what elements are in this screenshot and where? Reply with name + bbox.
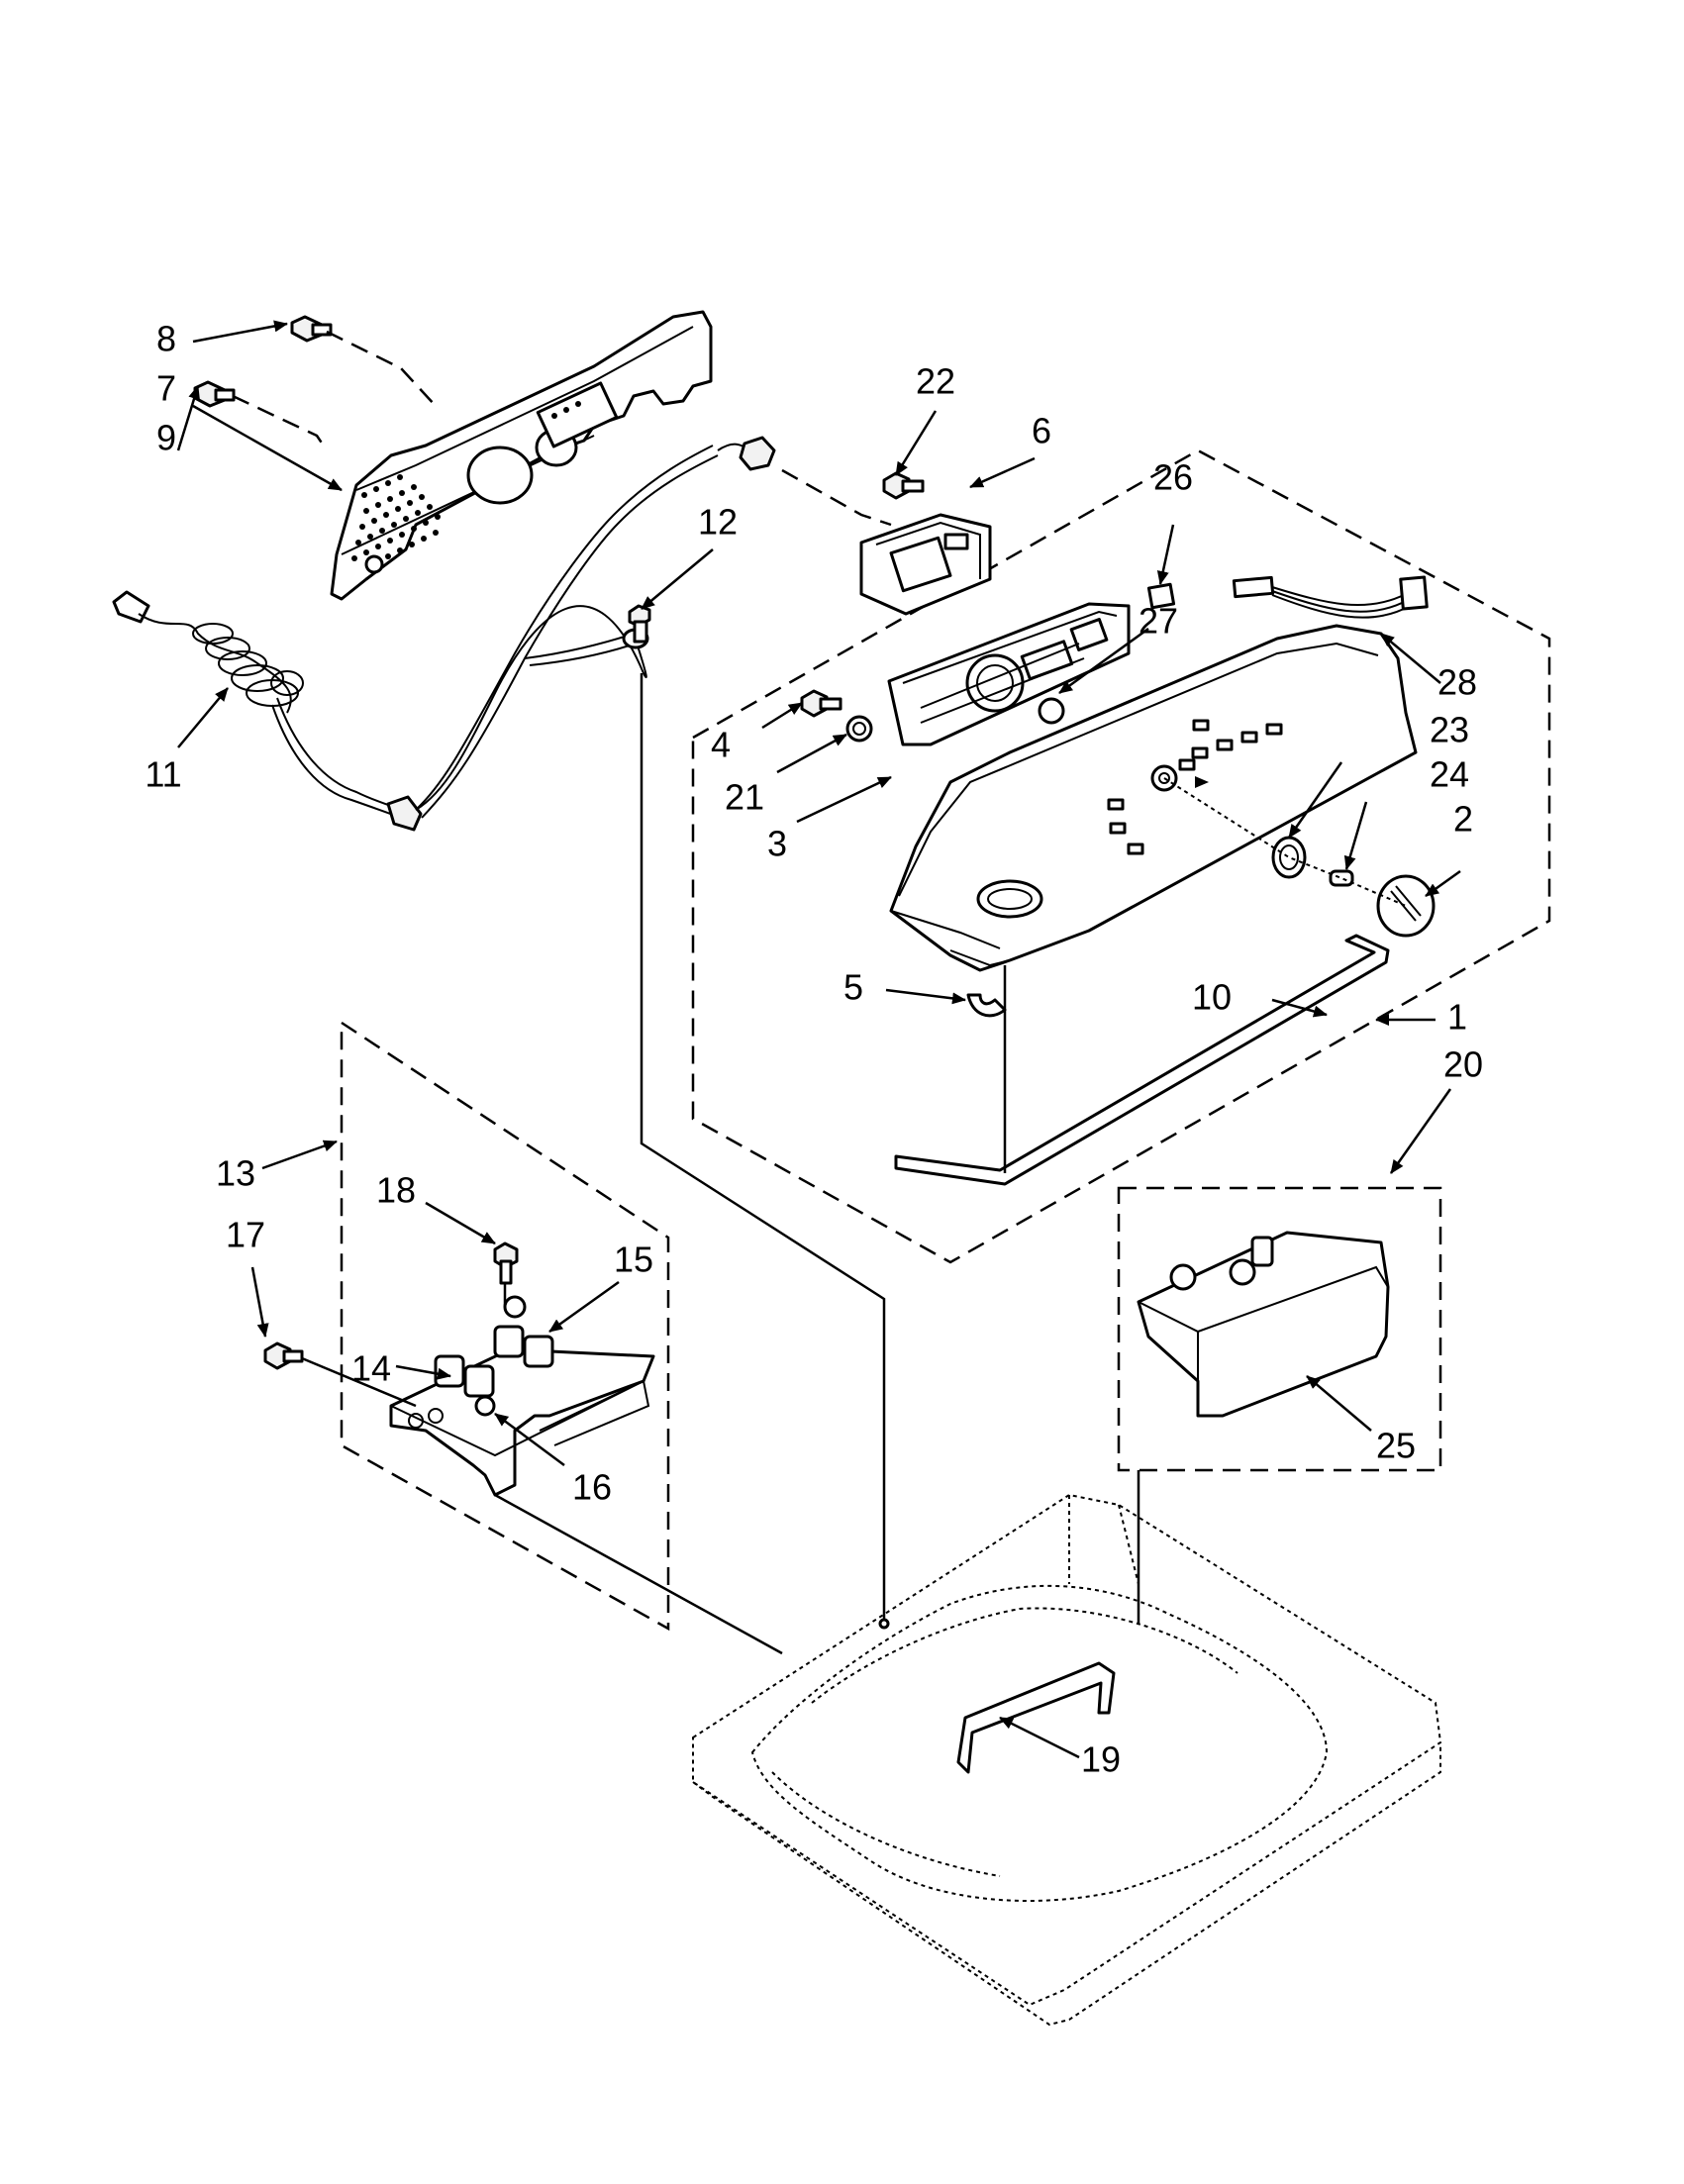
callout-14: 14 <box>351 1348 391 1389</box>
callout-18: 18 <box>376 1170 416 1211</box>
console-rear-panel <box>330 310 713 601</box>
screw-18 <box>493 1241 519 1285</box>
callout-16: 16 <box>572 1467 612 1508</box>
connector-26 <box>1146 582 1176 610</box>
callout-19: 19 <box>1081 1739 1121 1780</box>
screw-22 <box>882 471 925 500</box>
callout-1: 1 <box>1447 997 1467 1038</box>
callout-23: 23 <box>1430 710 1469 750</box>
callout-8: 8 <box>156 319 176 359</box>
control-board <box>887 602 1131 746</box>
callout-15: 15 <box>614 1240 653 1280</box>
callout-13: 13 <box>216 1153 255 1194</box>
callout-4: 4 <box>711 725 731 765</box>
callout-6: 6 <box>1032 411 1051 451</box>
callout-11: 11 <box>145 754 181 795</box>
callout-12: 12 <box>698 502 738 543</box>
power-cord <box>112 436 776 832</box>
callout-9: 9 <box>156 418 176 458</box>
knob-spring-24 <box>1329 869 1354 887</box>
callout-labels: 8 7 9 11 12 22 6 26 27 28 23 24 2 4 21 3… <box>145 319 1483 1780</box>
clip-5 <box>966 993 1007 1018</box>
callout-25: 25 <box>1376 1426 1416 1466</box>
callout-21: 21 <box>725 777 764 818</box>
screw-8 <box>290 315 333 343</box>
knob-2 <box>1376 874 1436 938</box>
rod-10 <box>894 934 1390 1186</box>
screw-9 <box>193 380 236 408</box>
dispenser-drawer <box>1137 1231 1390 1418</box>
console-panel <box>889 624 1418 972</box>
callout-22: 22 <box>916 361 955 402</box>
knob-bezel-23 <box>1271 836 1307 879</box>
knob-shaft-21 <box>845 715 873 743</box>
callout-26: 26 <box>1153 457 1193 498</box>
washer-top <box>692 1493 1442 2027</box>
control-board-cover <box>859 513 992 616</box>
screw-12 <box>628 604 651 644</box>
callout-5: 5 <box>843 967 863 1008</box>
callout-7: 7 <box>156 368 176 409</box>
leader-lines <box>176 320 1461 1759</box>
screw-4 <box>800 689 842 718</box>
wire-harness-28 <box>1232 575 1429 619</box>
callout-20: 20 <box>1443 1044 1483 1085</box>
vent-holes <box>351 401 581 565</box>
callout-17: 17 <box>226 1215 265 1255</box>
handle-19 <box>956 1661 1116 1774</box>
screw-17 <box>263 1341 304 1370</box>
callout-28: 28 <box>1437 662 1477 703</box>
callout-24: 24 <box>1430 754 1469 795</box>
callout-10: 10 <box>1192 977 1232 1018</box>
water-valve-assembly <box>389 1295 655 1497</box>
callout-2: 2 <box>1453 799 1473 840</box>
callout-27: 27 <box>1139 601 1178 642</box>
callout-3: 3 <box>767 824 787 864</box>
